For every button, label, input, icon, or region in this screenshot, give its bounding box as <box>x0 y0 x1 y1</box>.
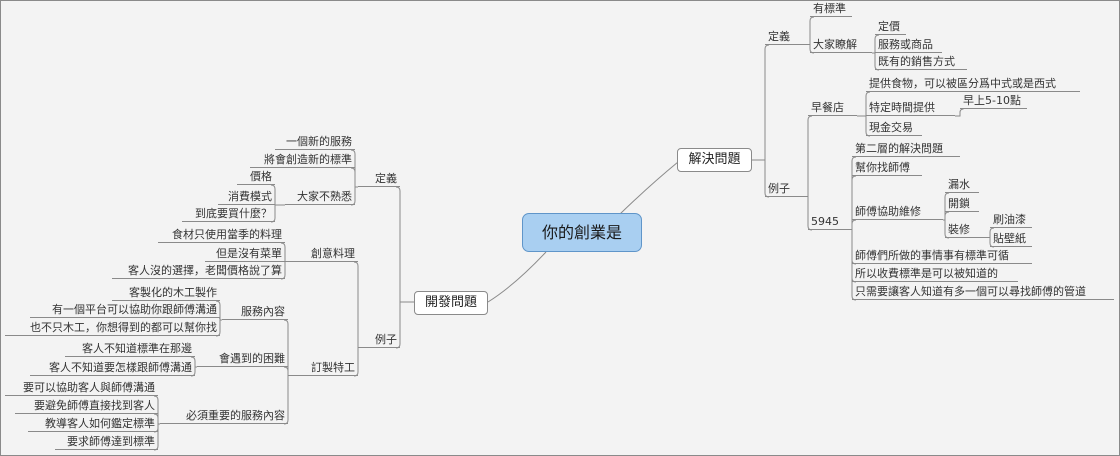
right-topic[interactable]: 有標準 <box>810 2 852 17</box>
right-topic[interactable]: 早上5-10點 <box>960 94 1027 109</box>
right-topic[interactable]: 早餐店 <box>808 101 857 116</box>
right-topic[interactable]: 裝修 <box>945 223 990 238</box>
left-topic[interactable]: 價格 <box>237 170 275 185</box>
connector <box>353 261 359 348</box>
right-topic[interactable]: 大家瞭解 <box>810 38 872 53</box>
right-topic[interactable]: 師傅協助維修 <box>852 205 943 220</box>
connector <box>943 192 950 221</box>
left-topic[interactable]: 創意料理 <box>285 247 358 262</box>
right-topic[interactable]: 提供食物，可以被區分爲中式或是西式 <box>866 77 1080 92</box>
connector <box>619 161 679 215</box>
right-topic[interactable]: 定義 <box>765 30 810 45</box>
right-topic[interactable]: 第二層的解決問題 <box>852 142 960 157</box>
left-topic[interactable]: 客製化的木工製作 <box>112 286 220 301</box>
connector <box>153 395 160 425</box>
right-topic[interactable]: 只需要讓客人知道有多一個可以尋找師傅的管道 <box>852 285 1114 300</box>
left-topic[interactable]: 但是沒有菜單 <box>205 247 285 262</box>
right-topic[interactable]: 開鎖 <box>945 197 979 212</box>
connector <box>851 175 857 230</box>
right-topic[interactable]: 例子 <box>765 182 808 197</box>
connector <box>807 115 813 197</box>
right-topic[interactable]: 現金交易 <box>866 121 922 136</box>
main-topic-develop-problem[interactable]: 開發問題 <box>414 291 488 315</box>
connector <box>270 184 285 206</box>
connector <box>872 34 880 54</box>
left-topic[interactable]: 必須重要的服務內容 <box>160 409 288 424</box>
right-topic[interactable]: 特定時間提供 <box>866 101 955 116</box>
connector <box>153 413 160 425</box>
connector <box>955 108 964 117</box>
left-topic[interactable]: 定義 <box>358 172 400 187</box>
right-topic[interactable]: 所以收費標準是可以被知道的 <box>852 267 1018 282</box>
left-topic[interactable]: 要可以協助客人與師傅溝通 <box>5 381 158 396</box>
left-topic[interactable]: 也不只木工，你想得到的都可以幫你找 <box>5 321 220 336</box>
left-topic[interactable]: 教導客人如何鑑定標準 <box>28 417 158 432</box>
right-topic[interactable]: 服務或商品 <box>875 38 942 53</box>
left-topic[interactable]: 客人不知道要怎樣跟師傅溝通 <box>30 361 195 376</box>
left-topic[interactable]: 到底要買什麼？ <box>182 207 275 222</box>
connector <box>851 219 857 230</box>
left-topic[interactable]: 訂製特工 <box>288 361 358 376</box>
right-topic[interactable]: 貼壁紙 <box>990 232 1032 247</box>
connector <box>857 91 871 117</box>
connector <box>989 227 995 238</box>
left-topic[interactable]: 例子 <box>358 333 400 348</box>
connector <box>218 317 222 321</box>
connector <box>851 156 857 230</box>
left-topic[interactable]: 有一個平台可以協助你跟師傅溝通 <box>30 303 220 318</box>
left-topic[interactable]: 要求師傅達到標準 <box>55 435 158 450</box>
connector <box>809 16 815 45</box>
central-topic[interactable]: 你的創業是 <box>522 213 642 252</box>
connector <box>350 149 358 188</box>
left-topic[interactable]: 服務內容 <box>222 305 288 320</box>
right-topic[interactable]: 既有的銷售方式 <box>875 55 967 70</box>
connector <box>215 300 222 321</box>
connector <box>943 211 950 221</box>
left-topic[interactable]: 消費模式 <box>218 190 275 205</box>
left-topic[interactable]: 會遇到的困難 <box>197 352 288 367</box>
left-topic[interactable]: 大家不熟悉 <box>285 190 355 205</box>
connector <box>350 167 358 188</box>
left-topic[interactable]: 將會創造新的標準 <box>250 153 355 168</box>
connector <box>283 366 289 376</box>
connector <box>752 44 770 161</box>
right-topic[interactable]: 幫你找師傅 <box>852 161 922 176</box>
connector <box>283 319 289 376</box>
left-topic[interactable]: 客人不知道標準在那邊 <box>65 342 195 357</box>
right-topic[interactable]: 刷油漆 <box>990 213 1032 228</box>
right-topic[interactable]: 師傅們所做的事情事有標準可循 <box>852 249 1032 264</box>
left-topic[interactable]: 食材只使用當季的料理 <box>158 228 285 243</box>
left-topic[interactable]: 客人沒的選擇，老闆價格說了算 <box>112 264 285 279</box>
connector <box>280 242 286 262</box>
left-topic[interactable]: 要避免師傅直接找到客人 <box>15 399 158 414</box>
right-topic[interactable]: 漏水 <box>945 178 979 193</box>
connector <box>487 251 547 303</box>
connector <box>190 356 197 368</box>
right-topic[interactable]: 5945 <box>808 215 852 230</box>
right-topic[interactable]: 定價 <box>875 20 906 35</box>
connector <box>395 186 414 303</box>
left-topic[interactable]: 一個新的服務 <box>275 135 355 150</box>
main-topic-solve-problem[interactable]: 解決問題 <box>677 148 752 172</box>
